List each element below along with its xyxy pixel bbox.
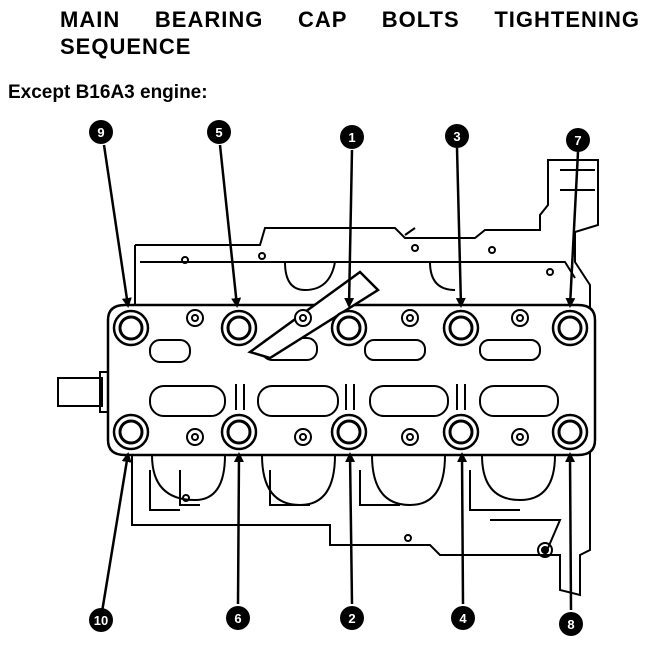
- bridge-openings: [149, 337, 559, 417]
- page-title: MAIN BEARING CAP BOLTS TIGHTENING SEQUEN…: [60, 7, 640, 59]
- leader-arrows: [100, 144, 580, 613]
- svg-text:2: 2: [348, 611, 355, 626]
- top-row-bolts: [112, 309, 589, 347]
- callout-2: 2: [340, 606, 364, 630]
- engine-block-outline: [131, 159, 599, 597]
- leader-arrow-2: [345, 452, 356, 605]
- leader-arrow-5: [218, 144, 242, 308]
- callout-3: 3: [445, 124, 469, 148]
- leader-arrow-6: [233, 452, 244, 605]
- bolt-4: [442, 413, 480, 451]
- svg-text:6: 6: [234, 611, 241, 626]
- bolt-2: [330, 413, 368, 451]
- bolt-8: [551, 413, 589, 451]
- callout-5: 5: [207, 120, 231, 144]
- svg-text:1: 1: [348, 130, 355, 145]
- callout-1: 1: [340, 125, 364, 149]
- svg-text:3: 3: [453, 129, 460, 144]
- svg-text:9: 9: [97, 125, 104, 140]
- callout-10: 10: [89, 608, 113, 632]
- callout-6: 6: [226, 606, 250, 630]
- svg-text:10: 10: [94, 613, 108, 628]
- callout-7: 7: [566, 128, 590, 152]
- leader-arrow-8: [565, 452, 576, 611]
- oil-tube: [247, 270, 380, 360]
- svg-text:4: 4: [459, 611, 467, 626]
- callout-4: 4: [451, 606, 475, 630]
- leader-arrow-4: [457, 452, 468, 605]
- leader-arrow-10: [100, 452, 132, 613]
- leader-arrow-1: [344, 149, 355, 308]
- bolt-7: [551, 309, 589, 347]
- bolt-10: [112, 413, 150, 451]
- bottom-row-bolts: [112, 413, 589, 451]
- svg-text:7: 7: [574, 133, 581, 148]
- svg-text:8: 8: [567, 617, 574, 632]
- bolt-9: [112, 309, 150, 347]
- crank-pockets: [151, 261, 556, 507]
- dowel-pins: [186, 309, 529, 446]
- callout-9: 9: [89, 120, 113, 144]
- leader-arrow-7: [565, 151, 580, 308]
- leader-arrow-3: [455, 147, 466, 308]
- callout-8: 8: [559, 612, 583, 636]
- bolt-3: [442, 309, 480, 347]
- bolt-1: [330, 309, 368, 347]
- bolt-6: [220, 413, 258, 451]
- leader-arrow-9: [102, 144, 132, 308]
- svg-text:5: 5: [215, 125, 222, 140]
- bolt-5: [220, 309, 258, 347]
- engine-note: Except B16A3 engine:: [8, 82, 208, 103]
- crankshaft-nose: [57, 371, 111, 413]
